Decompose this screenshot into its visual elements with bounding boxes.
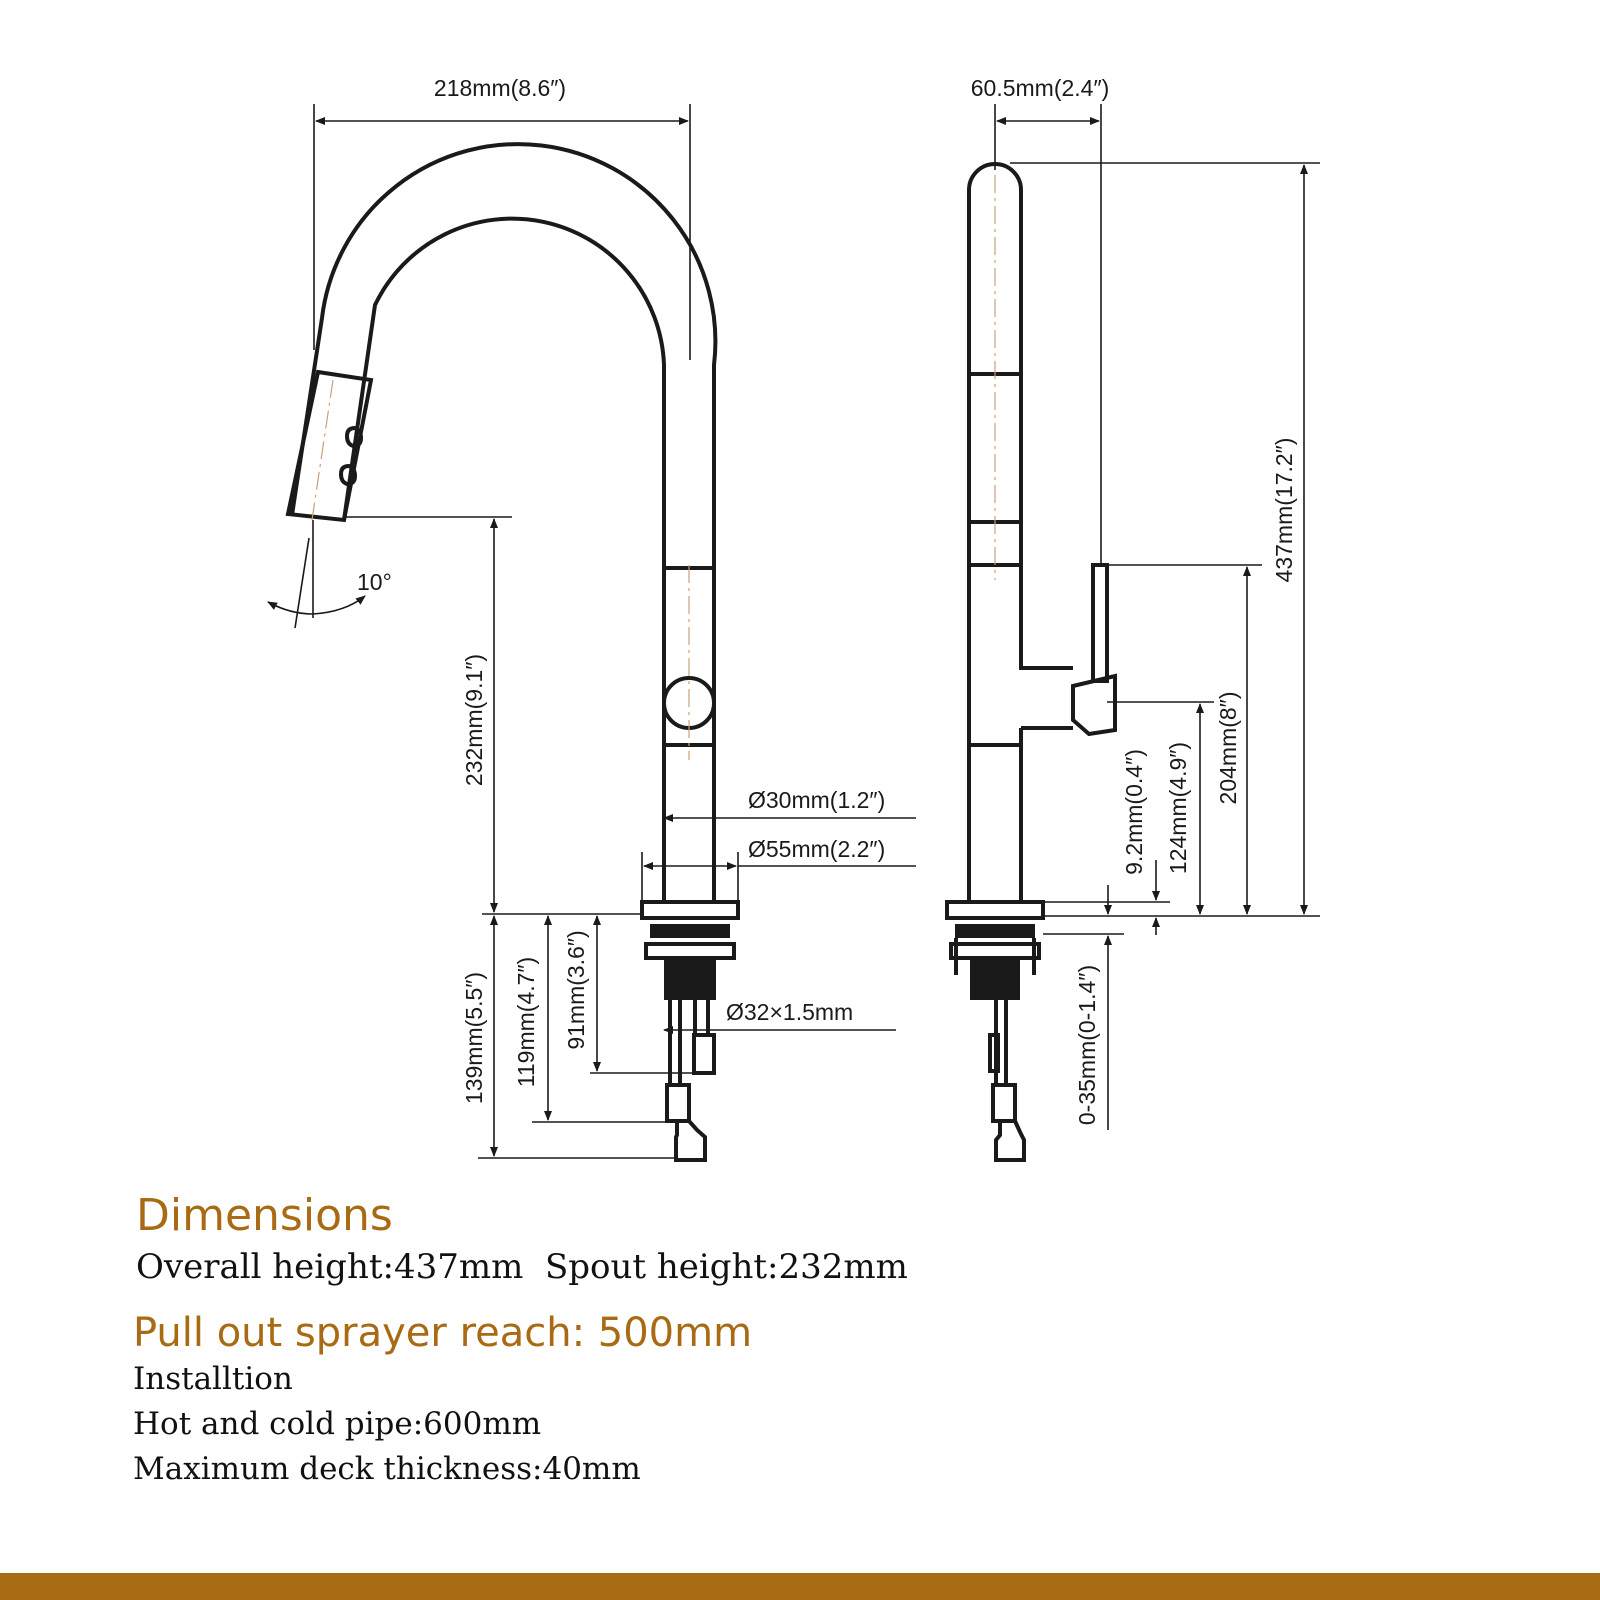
hose-label: 119mm(4.7″) xyxy=(513,957,539,1087)
faucet-dimension-drawing: 218mm(8.6″) 10° 232mm(9.1″) Ø30mm(1.2″) … xyxy=(267,75,1320,1162)
shank xyxy=(664,958,716,1000)
angle-arc xyxy=(267,595,366,615)
body-diameter-label: Ø30mm(1.2″) xyxy=(748,787,885,813)
below-deck-label: 139mm(5.5″) xyxy=(461,972,487,1104)
overall-height-label: 437mm(17.2″) xyxy=(1271,438,1297,583)
deck-nut xyxy=(644,942,736,960)
deck-thickness-text: Maximum deck thickness:40mm xyxy=(133,1450,641,1487)
angle-label: 10° xyxy=(357,569,392,595)
shank-length-label: 91mm(3.6″) xyxy=(563,930,589,1049)
spray-button-upper xyxy=(344,425,364,449)
base-plate-label: 9.2mm(0.4″) xyxy=(1121,749,1147,875)
depth-dim-label: 60.5mm(2.4″) xyxy=(971,75,1110,101)
heights-text: Overall height:437mm Spout height:232mm xyxy=(136,1246,908,1287)
pipe-length-text: Hot and cold pipe:600mm xyxy=(133,1405,542,1442)
side-shank xyxy=(970,958,1020,1000)
handle-top-label: 204mm(8″) xyxy=(1215,692,1241,805)
side-deck-washer xyxy=(955,924,1035,938)
lever-handle-base xyxy=(1071,673,1117,737)
hose-end-nut xyxy=(674,1119,707,1162)
spout-centerline xyxy=(311,379,334,521)
front-view: 218mm(8.6″) 10° 232mm(9.1″) Ø30mm(1.2″) … xyxy=(267,75,916,1162)
installation-text: Installtion xyxy=(133,1360,293,1397)
side-view: 60.5mm(2.4″) 437mm(17.2″) 204mm(8″) 124m… xyxy=(945,75,1320,1162)
specs-section: Dimensions Overall height:437mm Spout he… xyxy=(133,1190,1436,1492)
width-dim-label: 218mm(8.6″) xyxy=(434,75,566,101)
shank-label: Ø32×1.5mm xyxy=(726,999,853,1025)
sprayer-reach-heading: Pull out sprayer reach: 500mm xyxy=(133,1309,753,1356)
dimensions-heading: Dimensions xyxy=(136,1190,393,1241)
lever-handle-stem xyxy=(1091,563,1109,683)
deck-range-label: 0-35mm(0-1.4″) xyxy=(1074,965,1100,1125)
hose-fitting-left xyxy=(665,1083,691,1123)
spout-outer-outline xyxy=(290,142,718,570)
handle-axis-label: 124mm(4.9″) xyxy=(1165,742,1191,874)
base-plate xyxy=(640,900,740,920)
side-base-plate xyxy=(945,900,1045,920)
hose-fitting-right xyxy=(692,1033,716,1075)
spout-height-label: 232mm(9.1″) xyxy=(461,654,487,786)
deck-washer xyxy=(650,924,730,938)
side-hose-clip xyxy=(988,1033,1000,1073)
side-hose-fitting xyxy=(991,1083,1017,1123)
footer-bar xyxy=(0,1573,1600,1600)
spout-inner-outline xyxy=(342,216,666,570)
spray-button-lower xyxy=(338,463,358,487)
side-mount-bracket xyxy=(949,942,1041,960)
side-body-outline xyxy=(967,162,1073,902)
spray-head xyxy=(285,369,374,523)
base-diameter-label: Ø55mm(2.2″) xyxy=(748,836,885,862)
side-hose-end-nut xyxy=(994,1120,1026,1162)
